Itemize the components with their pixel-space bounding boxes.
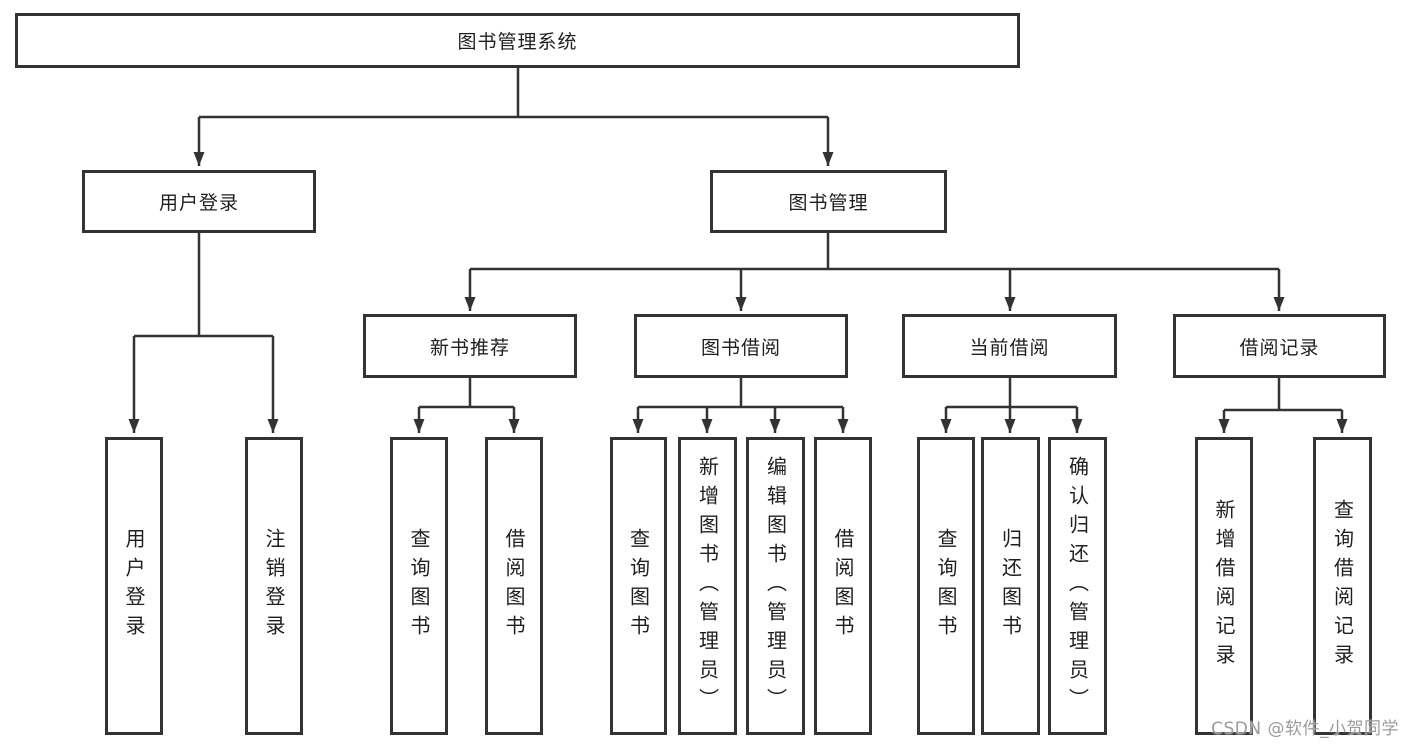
- leaf-user-login: 用户登录: [105, 437, 163, 735]
- node-book-management-label: 图书管理: [788, 192, 869, 214]
- leaf-user-login-label: 用户登录: [122, 528, 146, 644]
- leaf-return-books: 归还图书: [981, 437, 1040, 735]
- leaf-query-books-2-label: 查询图书: [626, 528, 651, 644]
- node-user-login-label: 用户登录: [158, 192, 239, 214]
- node-book-management: 图书管理: [710, 170, 947, 233]
- leaf-query-books-1-label: 查询图书: [407, 528, 431, 644]
- node-current-borrow: 当前借阅: [902, 314, 1117, 378]
- leaf-confirm-return-admin: 确认归还（管理员）: [1048, 437, 1107, 735]
- node-root: 图书管理系统: [15, 13, 1020, 68]
- node-new-book-recommend-label: 新书推荐: [429, 336, 510, 359]
- leaf-confirm-return-admin-label: 确认归还（管理员）: [1065, 455, 1090, 717]
- leaf-borrow-books-2: 借阅图书: [814, 437, 872, 735]
- watermark: CSDN @软件_小贺同学: [1211, 719, 1399, 739]
- node-book-borrow: 图书借阅: [634, 314, 848, 378]
- leaf-edit-book-admin: 编辑图书（管理员）: [746, 437, 805, 735]
- leaf-logout: 注销登录: [245, 437, 303, 735]
- leaf-query-books-3-label: 查询图书: [934, 528, 958, 644]
- node-new-book-recommend: 新书推荐: [363, 314, 577, 378]
- node-borrow-records: 借阅记录: [1173, 314, 1386, 378]
- leaf-add-book-admin: 新增图书（管理员）: [678, 437, 737, 735]
- node-user-login: 用户登录: [82, 170, 316, 233]
- leaf-add-book-admin-label: 新增图书（管理员）: [695, 455, 720, 717]
- leaf-query-borrow-record: 查询借阅记录: [1313, 437, 1372, 735]
- node-root-label: 图书管理系统: [457, 31, 578, 53]
- node-book-borrow-label: 图书借阅: [700, 336, 781, 359]
- leaf-borrow-books-1: 借阅图书: [485, 437, 543, 735]
- leaf-borrow-books-1-label: 借阅图书: [502, 528, 526, 644]
- leaf-edit-book-admin-label: 编辑图书（管理员）: [763, 455, 788, 717]
- leaf-return-books-label: 归还图书: [998, 528, 1023, 644]
- leaf-logout-label: 注销登录: [262, 528, 286, 644]
- leaf-query-books-3: 查询图书: [917, 437, 975, 735]
- leaf-query-books-2: 查询图书: [610, 437, 667, 735]
- leaf-add-borrow-record-label: 新增借阅记录: [1212, 499, 1236, 673]
- leaf-add-borrow-record: 新增借阅记录: [1195, 437, 1253, 735]
- node-borrow-records-label: 借阅记录: [1239, 336, 1320, 359]
- node-current-borrow-label: 当前借阅: [969, 336, 1050, 359]
- leaf-query-borrow-record-label: 查询借阅记录: [1330, 499, 1355, 673]
- leaf-query-books-1: 查询图书: [390, 437, 448, 735]
- leaf-borrow-books-2-label: 借阅图书: [831, 528, 855, 644]
